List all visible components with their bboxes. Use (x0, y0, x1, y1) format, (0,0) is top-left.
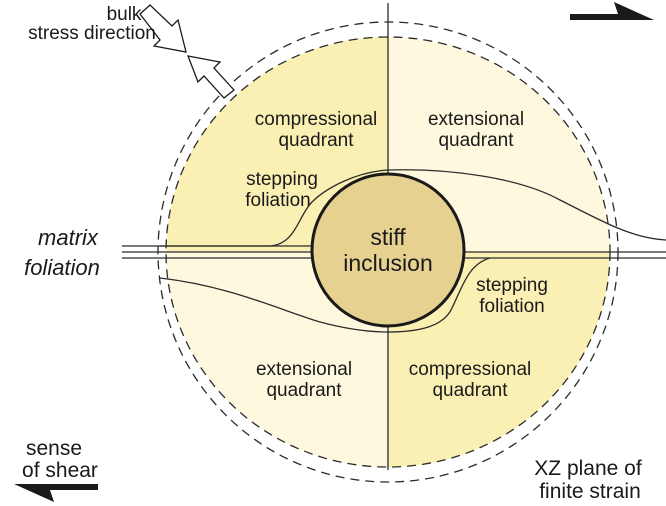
shear-arrow-bottom (14, 484, 98, 502)
shear-arrow-top (570, 2, 654, 20)
stiff-inclusion-circle (310, 172, 466, 328)
foliation-curve-lower-left (159, 277, 389, 333)
compressional-label-top-left: compressional (255, 109, 378, 130)
finite-strain-label: finite strain (539, 480, 641, 503)
xz-plane-label: XZ plane of (534, 457, 642, 480)
quadrant-label-bottom-right: quadrant (432, 380, 508, 401)
sense-label: sense (26, 437, 82, 460)
foliation-curve-upper-left (160, 169, 389, 247)
bulk-label: bulk (107, 4, 142, 25)
stress-direction-label: stress direction (28, 23, 156, 44)
quadrant-label-top-right: quadrant (438, 130, 514, 151)
compressional-label-bottom-right: compressional (409, 359, 532, 380)
stress-arrow-upper (139, 4, 187, 53)
foliation-label-left: foliation (245, 190, 311, 211)
extensional-label-bottom-left: extensional (256, 359, 352, 380)
bulk-stress-arrows (139, 4, 235, 99)
stepping-label-left: stepping (246, 169, 318, 190)
extensional-label-top-right: extensional (428, 109, 524, 130)
stress-arrow-lower (186, 55, 235, 99)
stepping-label-right: stepping (476, 275, 548, 296)
quadrant-label-top-left: quadrant (278, 130, 354, 151)
stiff-label: stiff (370, 224, 406, 250)
inclusion-label: inclusion (343, 250, 433, 276)
foliation-label-matrix: foliation (24, 255, 100, 280)
quadrant-label-bottom-left: quadrant (266, 380, 342, 401)
foliation-curve-upper-right (387, 169, 666, 241)
of-shear-label: of shear (22, 459, 98, 482)
matrix-label: matrix (38, 225, 99, 250)
foliation-curve-lower-right (387, 257, 491, 333)
foliation-label-right: foliation (479, 296, 545, 317)
